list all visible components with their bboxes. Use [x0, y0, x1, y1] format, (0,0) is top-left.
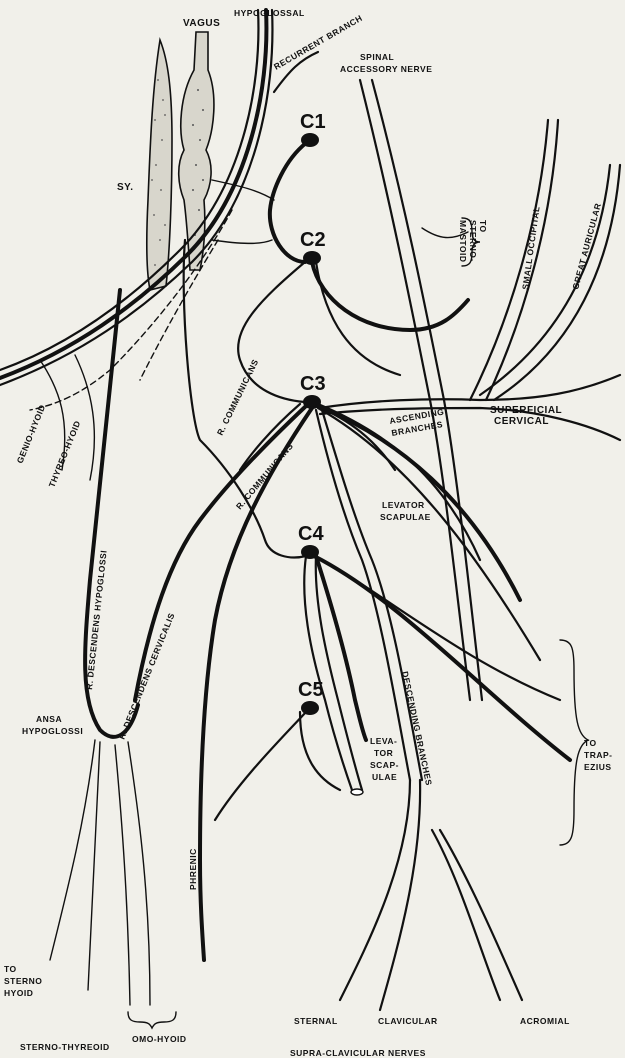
label-r-descendens-cervicalis: R. DESCENDENS CERVICALIS — [117, 611, 177, 740]
root-c4-label: C4 — [298, 523, 324, 545]
label-supra-clavicular: SUPRA-CLAVICULAR NERVES — [290, 1048, 426, 1058]
root-c1-label: C1 — [300, 111, 326, 133]
label-levator-scap-4: ULAE — [372, 772, 397, 782]
label-to-trapezius-2: TRAP- — [584, 750, 612, 760]
phrenic-nerve — [184, 240, 312, 960]
root-c2-label: C2 — [300, 229, 326, 251]
plexus-loops — [212, 143, 468, 375]
root-stumps — [301, 133, 321, 715]
label-superficial-cervical-2: CERVICAL — [494, 416, 549, 427]
label-levator-scap-2: TOR — [374, 748, 393, 758]
label-sy: SY. — [117, 182, 134, 193]
label-acromial: ACROMIAL — [520, 1016, 570, 1026]
root-c3-label: C3 — [300, 373, 326, 395]
label-levator-scap-3: SCAP- — [370, 760, 399, 770]
label-sternal: STERNAL — [294, 1016, 338, 1026]
c3-c4-branches — [314, 404, 570, 780]
braces — [128, 218, 588, 1028]
vagus-nerve — [179, 32, 214, 270]
label-sterno-thyreoid: STERNO-THYREOID — [20, 1042, 110, 1052]
label-to-trapezius-1: TO — [584, 738, 597, 748]
label-superficial-cervical-1: SUPERFICIAL — [490, 405, 562, 416]
label-omo-hyoid: OMO-HYOID — [132, 1034, 187, 1044]
label-phrenic: PHRENIC — [188, 848, 198, 890]
label-hypoglossal: HYPOGLOSSAL — [234, 8, 305, 18]
label-ansa-1: ANSA — [36, 714, 62, 724]
label-levator-scapulae-2: SCAPULAE — [380, 512, 431, 522]
label-genio-hyoid: GENIO-HYOID — [15, 403, 48, 465]
label-r-communicans-lower: R. COMMUNICANS — [234, 441, 295, 511]
c4-c5-descending — [300, 556, 366, 795]
label-to-sternohyoid-2: STERNO — [4, 976, 42, 986]
label-levator-scapulae-1: LEVATOR — [382, 500, 425, 510]
root-c5-label: C5 — [298, 679, 324, 701]
ansa-hypoglossi — [50, 290, 150, 1005]
label-recurrent-branch: RECURRENT BRANCH — [272, 13, 364, 72]
label-clavicular: CLAVICULAR — [378, 1016, 438, 1026]
label-to-sternohyoid-1: TO — [4, 964, 17, 974]
sympathetic-trunk — [147, 40, 172, 290]
label-great-auricular: GREAT AURICULAR — [570, 202, 603, 291]
label-to-sternohyoid-3: HYOID — [4, 988, 33, 998]
label-to-sternomastoid-3: MASTOID — [458, 220, 468, 263]
label-spinal-accessory-1: SPINAL — [360, 52, 394, 62]
label-descending-branches: DESCENDING BRANCHES — [400, 670, 434, 786]
label-r-communicans-upper: R. COMMUNICANS — [215, 357, 261, 436]
label-ansa-2: HYPOGLOSSI — [22, 726, 83, 736]
label-vagus: VAGUS — [183, 18, 220, 29]
label-spinal-accessory-2: ACCESSORY NERVE — [340, 64, 432, 74]
label-to-sternomastoid-1: TO — [478, 220, 488, 233]
supraclavicular-nerves — [340, 780, 522, 1010]
label-to-sternomastoid-2: STERNO- — [468, 220, 478, 262]
spinal-accessory-nerve — [360, 80, 482, 700]
label-levator-scap-1: LEVA- — [370, 736, 397, 746]
label-to-trapezius-3: EZIUS — [584, 762, 612, 772]
